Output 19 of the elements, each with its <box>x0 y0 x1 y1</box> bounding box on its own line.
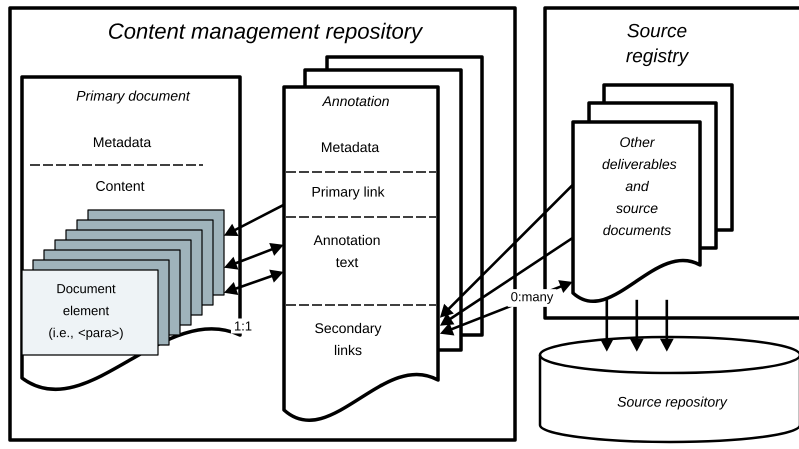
document-title: Annotation <box>322 96 389 106</box>
section-label: Metadata <box>94 136 152 148</box>
title: Source registry <box>626 24 690 66</box>
database-label: Source repository <box>618 396 728 410</box>
element-stack <box>21 209 225 356</box>
edge-label: 0:many <box>508 289 556 307</box>
section-label: Primary link <box>312 186 385 200</box>
document-title: Other deliverables and source documents <box>602 136 676 236</box>
document-stack <box>571 83 734 304</box>
annotation-stack <box>282 55 484 422</box>
section-label: Content <box>96 181 144 191</box>
edge-label: 1:1 <box>230 318 256 334</box>
section-label: Secondary links <box>315 322 382 356</box>
title: Content management repository <box>109 22 424 44</box>
section-label: Annotation text <box>314 234 380 268</box>
section-label: Metadata <box>322 142 380 152</box>
database-cylinder <box>538 336 799 444</box>
element-label: Document element (i.e., <para>) <box>49 284 123 340</box>
document-title: Primary document <box>76 90 190 104</box>
